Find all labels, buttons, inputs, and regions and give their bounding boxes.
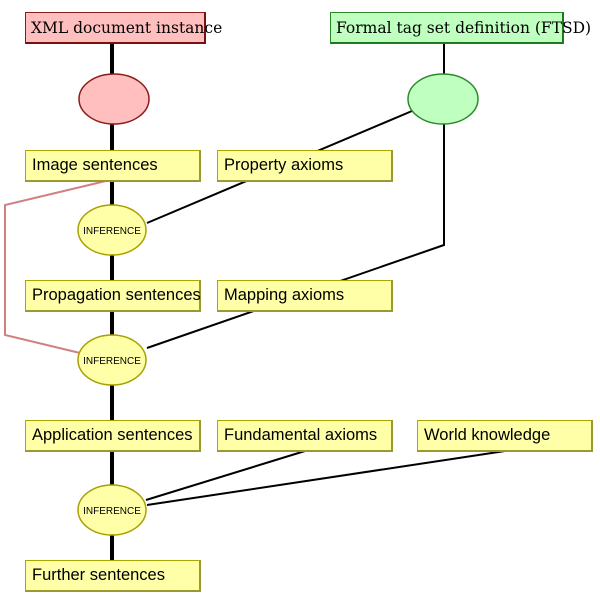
ftsd-box: Formal tag set definition (FTSD): [330, 12, 591, 44]
image-sentences-box: Image sentences: [25, 150, 201, 182]
inference-label: INFERENCE: [83, 506, 141, 517]
edge-green-ellipse-to-mapping-inference-2: [146, 124, 445, 349]
inference-node-2: INFERENCE: [77, 334, 147, 386]
edge-fundamental-to-inference-3: [145, 450, 306, 501]
propagation-sentences-box: Propagation sentences: [25, 280, 201, 312]
mapping-axioms-box: Mapping axioms: [217, 280, 393, 312]
inference-node-3: INFERENCE: [77, 484, 147, 536]
inference-label: INFERENCE: [83, 356, 141, 367]
inference-label: INFERENCE: [83, 226, 141, 237]
edge-world-knowledge-to-inference-3: [146, 450, 506, 506]
further-sentences-box: Further sentences: [25, 560, 201, 592]
application-sentences-box: Application sentences: [25, 420, 201, 452]
property-axioms-box: Property axioms: [217, 150, 393, 182]
world-knowledge-box: World knowledge: [417, 420, 593, 452]
xml-document-instance-box: XML document instance: [25, 12, 222, 44]
xml-parse-ellipse: [78, 73, 150, 125]
edge-image-feedback-to-inference-2: [4, 179, 111, 354]
ftsd-parse-ellipse: [407, 73, 479, 125]
inference-node-1: INFERENCE: [77, 204, 147, 256]
fundamental-axioms-box: Fundamental axioms: [217, 420, 393, 452]
